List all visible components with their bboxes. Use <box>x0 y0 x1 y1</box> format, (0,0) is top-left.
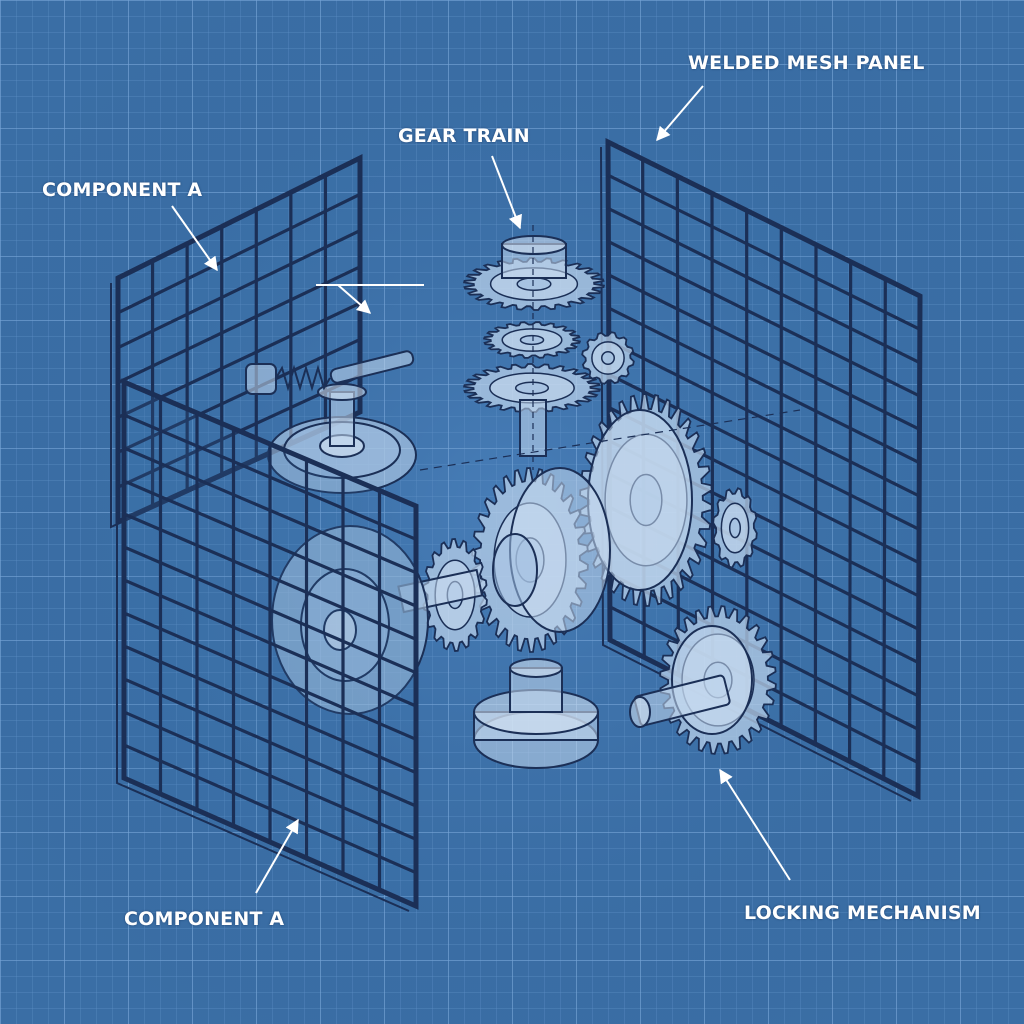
mesh-front-left-horizontal-bar <box>123 611 417 741</box>
plunger-rod <box>329 350 415 384</box>
gear-bore <box>516 277 552 291</box>
mesh-front-left-horizontal-bar <box>123 446 417 575</box>
gear-train-middle-gear <box>482 321 582 359</box>
mesh-right-horizontal-bar <box>607 240 921 398</box>
mesh-right-vertical-bar <box>813 244 818 745</box>
mesh-panel-front-left <box>116 378 419 912</box>
label-component-a-top: COMPONENT A <box>42 179 203 201</box>
mesh-right-horizontal-bar <box>607 173 921 331</box>
mesh-back-left-horizontal-bar <box>117 229 361 350</box>
mesh-back-left-horizontal-bar <box>117 265 361 385</box>
leader-locking-mechanism <box>719 768 791 881</box>
leader-lines <box>171 85 791 894</box>
mesh-front-left-horizontal-bar <box>123 479 417 608</box>
mesh-front-left-horizontal-bar <box>123 743 417 875</box>
mesh-front-left-horizontal-bar <box>123 413 417 541</box>
label-locking-mechanism: LOCKING MECHANISM <box>744 902 981 924</box>
spring-plunger <box>245 350 415 395</box>
gear-train-hub-cap <box>501 235 567 255</box>
label-welded-mesh-panel: WELDED MESH PANEL <box>688 52 925 74</box>
mesh-front-left-edge <box>116 387 410 912</box>
gear-train-stack <box>462 225 635 470</box>
mesh-right-vertical-bar <box>847 261 853 762</box>
mesh-front-left-horizontal-bar <box>123 578 417 708</box>
mechanism-assembly <box>245 225 801 769</box>
mesh-right-horizontal-bar <box>607 206 921 365</box>
mesh-front-left-horizontal-bar <box>123 677 417 808</box>
mesh-front-left-horizontal-bar <box>123 545 417 675</box>
mesh-right-horizontal-bar <box>608 372 920 531</box>
housing-disc-hub <box>323 609 357 651</box>
leader-spring <box>337 284 372 314</box>
mesh-right-horizontal-bar <box>608 339 920 498</box>
gear-bore <box>514 381 550 395</box>
gear-bore <box>728 517 742 539</box>
leader-gear-train <box>491 155 522 230</box>
mesh-right-horizontal-bar <box>607 273 921 431</box>
central-gear-cluster <box>397 393 801 653</box>
small-gear-right <box>712 487 758 569</box>
bearing-post-cap <box>509 658 563 678</box>
leader-component-a-top <box>171 205 218 272</box>
mesh-front-left-horizontal-bar <box>123 512 417 641</box>
mesh-right-horizontal-bar <box>607 306 921 465</box>
mesh-right-edge <box>600 146 912 802</box>
label-component-a-bottom: COMPONENT A <box>124 908 285 930</box>
gear-train-side-gear <box>581 331 635 385</box>
locking-shaft-end <box>629 696 651 728</box>
compression-spring <box>275 364 331 392</box>
mesh-right-vertical-bar <box>882 278 887 779</box>
leader-welded-mesh-panel <box>656 85 704 142</box>
main-drum-bore <box>492 533 538 607</box>
gear-bore <box>601 351 615 365</box>
label-gear-train: GEAR TRAIN <box>398 125 530 147</box>
leader-component-a-bottom <box>255 818 299 894</box>
gear-bore <box>519 334 545 346</box>
pulley-spindle-cap <box>317 383 367 401</box>
mesh-front-left-horizontal-bar <box>123 644 417 775</box>
locking-mechanism-assembly <box>629 605 777 755</box>
mesh-back-left-horizontal-bar <box>117 337 361 454</box>
mesh-front-left-horizontal-bar <box>123 710 417 841</box>
bearing-housing <box>473 658 599 769</box>
plunger-block <box>245 363 277 395</box>
mesh-back-left-horizontal-bar <box>117 192 361 315</box>
